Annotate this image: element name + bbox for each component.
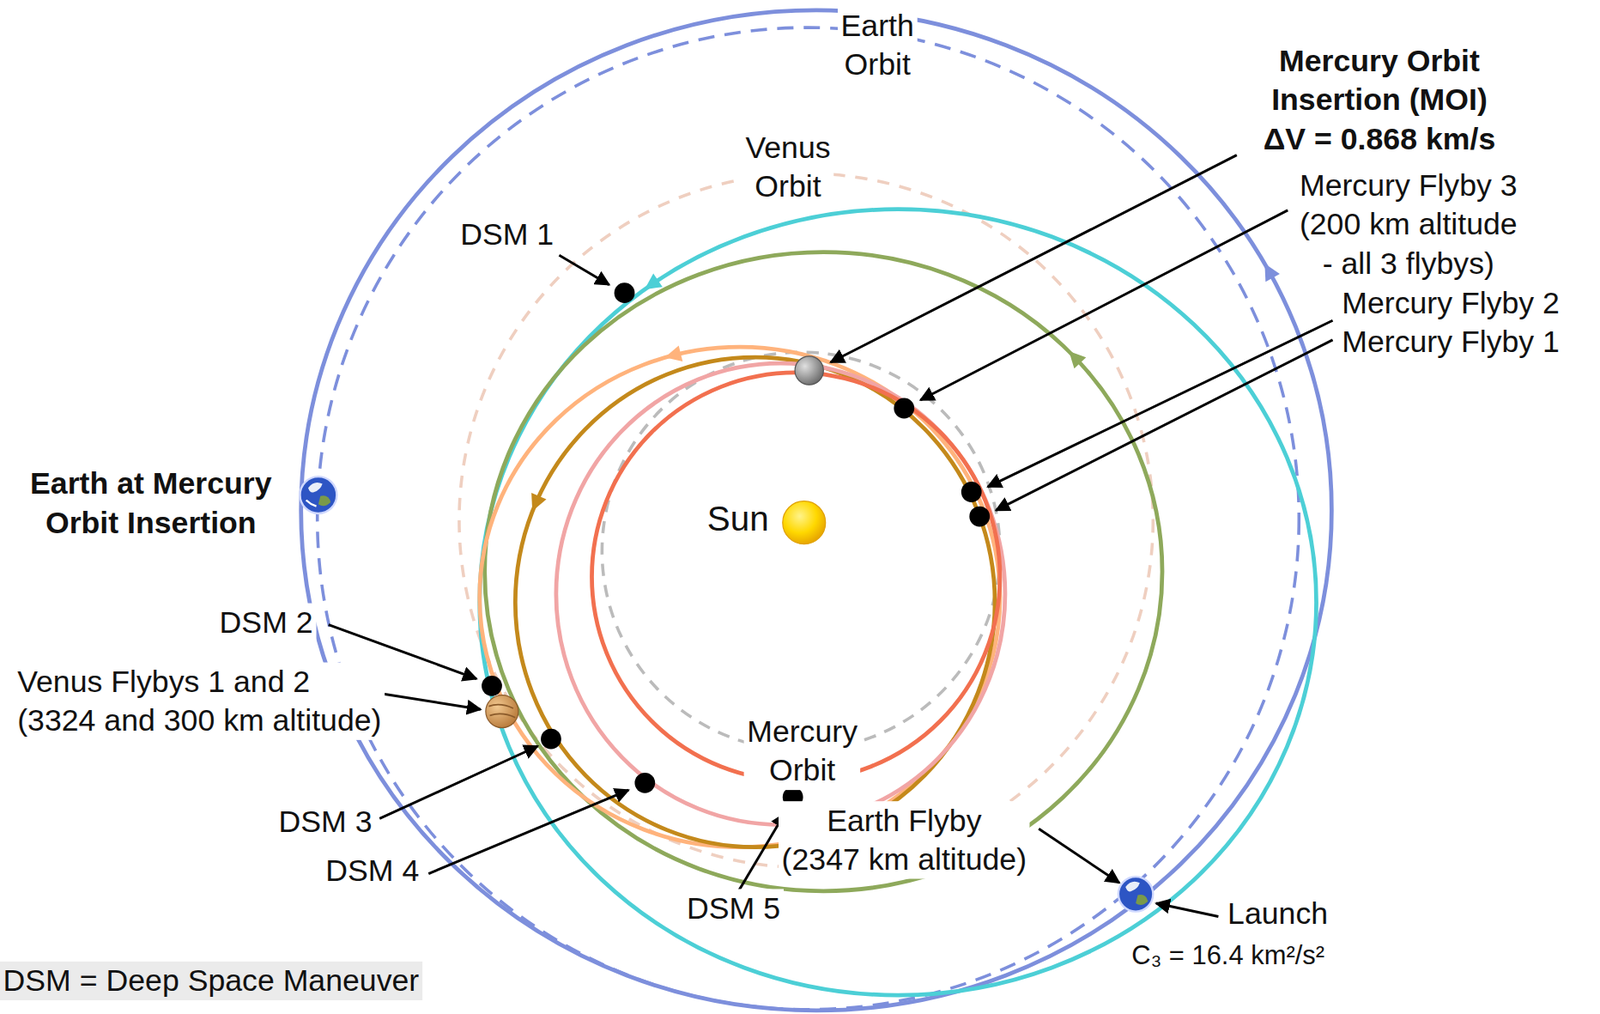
leader-line bbox=[995, 339, 1333, 511]
leader-line bbox=[558, 254, 609, 285]
orbit-name: Mercury Orbit bbox=[744, 712, 861, 790]
trajectory-arc bbox=[301, 10, 1333, 1011]
launch-callout: Launch bbox=[1224, 893, 1332, 933]
leader-line bbox=[987, 320, 1334, 487]
leader-line bbox=[428, 789, 629, 873]
launch-energy: C₃ = 16.4 km²/s² bbox=[1128, 937, 1328, 972]
mercury-planet bbox=[794, 356, 824, 385]
trajectory-arc bbox=[591, 372, 1000, 782]
leader-line bbox=[736, 812, 785, 894]
flyby-callout: Mercury Flyby 2 bbox=[1339, 283, 1564, 322]
trajectory-arc bbox=[556, 363, 1006, 825]
orbit-name: Earth Orbit bbox=[837, 6, 917, 84]
leader-line bbox=[830, 155, 1237, 363]
direction-arrow bbox=[1062, 345, 1086, 369]
leader-line bbox=[920, 210, 1288, 400]
sun-label: Sun bbox=[703, 497, 772, 540]
venus-orbit bbox=[459, 173, 1153, 867]
direction-arrow bbox=[1257, 259, 1280, 282]
leader-line bbox=[379, 745, 538, 819]
earth-planet bbox=[300, 476, 338, 514]
maneuver-callout: DSM 3 bbox=[275, 801, 376, 841]
flyby-callout: Mercury Flyby 1 bbox=[1339, 322, 1564, 362]
venus-planet bbox=[485, 695, 519, 728]
leader-line bbox=[1156, 903, 1219, 916]
flyby-callout: Earth Flyby (2347 km altitude) bbox=[778, 800, 1031, 879]
leader-line bbox=[1038, 828, 1120, 883]
orbit-name: Venus Orbit bbox=[742, 128, 834, 207]
maneuver-callout: DSM 4 bbox=[322, 850, 423, 890]
direction-arrow bbox=[662, 345, 683, 365]
maneuver-callout: DSM 5 bbox=[683, 888, 783, 928]
maneuver-callout: DSM 2 bbox=[216, 603, 316, 643]
planet-callout: Earth at Mercury Orbit Insertion bbox=[27, 464, 276, 542]
mercury-orbit bbox=[601, 351, 1000, 751]
trajectory-arc bbox=[484, 252, 1163, 891]
direction-arrow bbox=[639, 273, 662, 297]
direction-arrow bbox=[524, 492, 546, 515]
abbreviation-note: DSM = Deep Space Maneuver bbox=[0, 961, 423, 1000]
flyby-callout: Mercury Flyby 3 (200 km altitude - all 3… bbox=[1296, 166, 1521, 284]
earth-planet bbox=[1118, 876, 1153, 911]
earth-orbit bbox=[317, 27, 1300, 1010]
maneuver-callout: DSM 1 bbox=[457, 215, 558, 255]
flyby-callout: Venus Flybys 1 and 2 (3324 and 300 km al… bbox=[14, 662, 385, 740]
event-callout: Mercury Orbit Insertion (MOI) ΔV = 0.868… bbox=[1260, 42, 1499, 159]
sun-symbol bbox=[782, 501, 826, 545]
event-dot bbox=[481, 282, 990, 807]
